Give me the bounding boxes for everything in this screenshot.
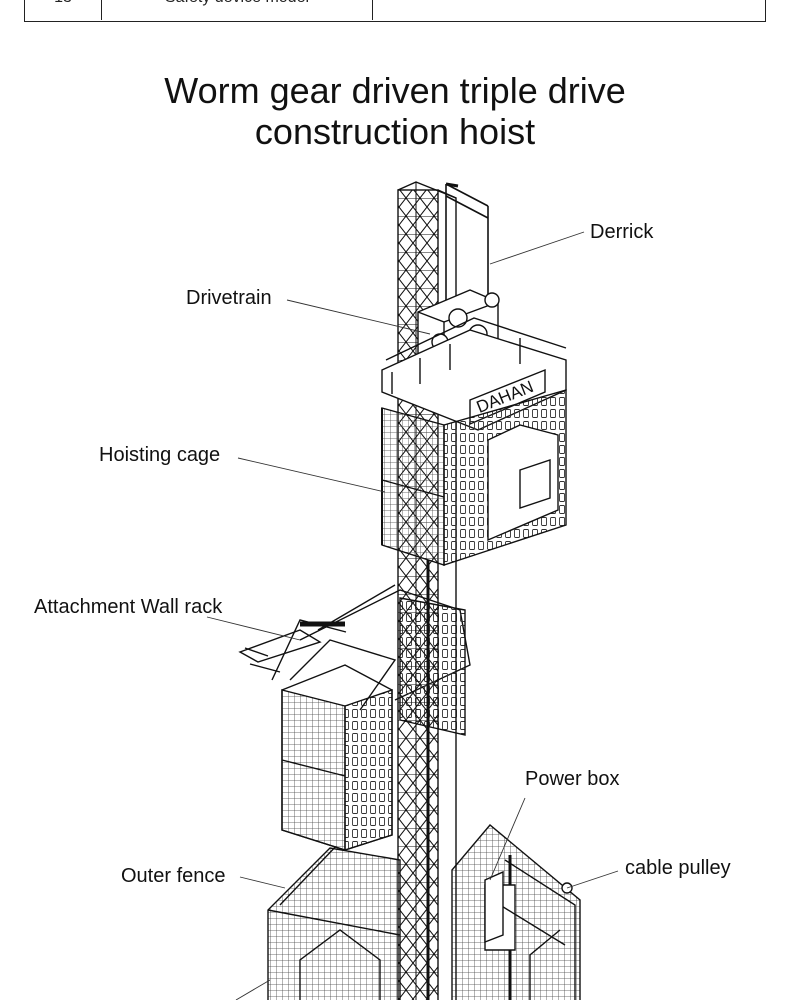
callout-derrick: Derrick: [590, 221, 654, 243]
spec-row-index: 13: [25, 0, 102, 20]
hoist-illustration: DAHAN: [206, 181, 619, 1000]
diagram-title: Worm gear driven triple drive constructi…: [0, 70, 790, 152]
callout-outer-fence: Outer fence: [121, 865, 226, 887]
spec-row-value: [373, 0, 765, 20]
callout-hoisting-cage: Hoisting cage: [99, 444, 221, 466]
callout-cable-pulley: cable pulley: [625, 857, 731, 879]
callout-attachment-wall-rack: Attachment Wall rack: [34, 596, 223, 618]
power-box: [484, 870, 504, 944]
leader-lines: [206, 231, 619, 1000]
spec-table-row: 13 Safety device model: [24, 0, 766, 22]
callout-power-box: Power box: [525, 768, 620, 790]
spec-row-parameter: Safety device model: [102, 0, 373, 20]
callout-drivetrain: Drivetrain: [186, 287, 272, 309]
diagram-title-line-1: Worm gear driven triple drive: [164, 70, 626, 111]
diagram-title-line-2: construction hoist: [254, 111, 536, 152]
derrick: [445, 182, 489, 300]
hoisting-cage: [381, 317, 567, 566]
